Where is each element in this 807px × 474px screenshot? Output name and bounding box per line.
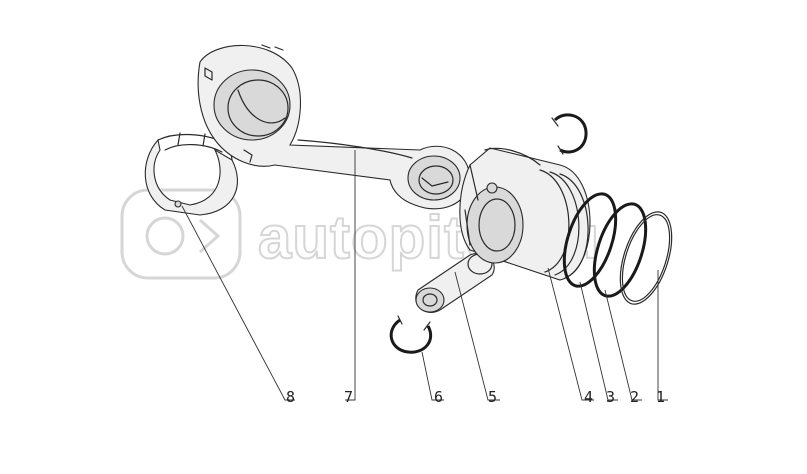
- callout-2: 2: [630, 388, 639, 406]
- callout-7: 7: [344, 388, 353, 406]
- callout-5: 5: [488, 388, 497, 406]
- callouts: 1 2 3 4 5 6 7 8: [286, 388, 665, 406]
- piston-ring-2: [592, 202, 648, 298]
- callout-1: 1: [656, 388, 665, 406]
- callout-8: 8: [286, 388, 295, 406]
- piston-ring-1: [619, 211, 673, 305]
- circlip-upper: [551, 113, 588, 155]
- callout-4: 4: [584, 388, 593, 406]
- leader-lines: [181, 150, 668, 401]
- callout-3: 3: [606, 388, 615, 406]
- watermark-logo-chevron: [199, 218, 221, 254]
- watermark-logo-frame: [120, 188, 242, 280]
- circlip: [389, 315, 433, 354]
- piston: [459, 147, 591, 281]
- piston-ring-3: [562, 192, 618, 288]
- callout-6: 6: [434, 388, 443, 406]
- watermark-logo-a: [145, 216, 185, 256]
- connecting-rod: [197, 44, 471, 210]
- piston-rings: [562, 192, 673, 305]
